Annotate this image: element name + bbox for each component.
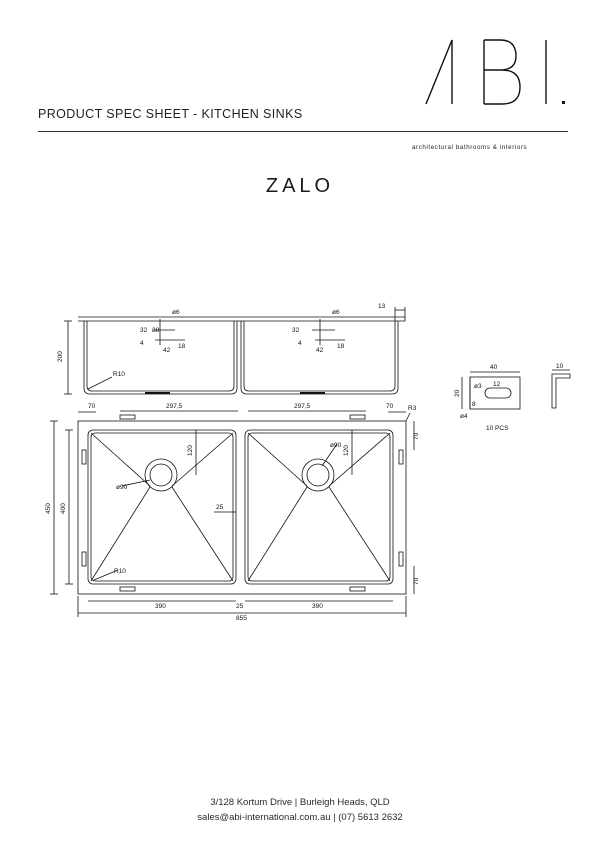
dim-clip-hole-b: ø4 [460,413,468,420]
dim-waste-left: ø90 [116,484,128,491]
dim-overall-height: 450 [45,503,52,514]
dim-corner-radius: R3 [408,405,417,412]
dim-small-c-r: 42 [316,347,324,354]
side-view [64,307,406,395]
abi-logo-mark [425,39,565,105]
dim-waste-offset-left: 120 [187,445,194,456]
header-divider [38,131,568,132]
dim-bowl-height: 400 [60,503,67,514]
brand-logo: architectural bathrooms & interiors [412,36,572,151]
dim-clip-depth: 10 [556,363,564,370]
dim-small-d-r: 18 [337,343,345,350]
dim-bowl-top-right: 297,5 [294,403,311,410]
brand-tagline: architectural bathrooms & interiors [412,144,528,151]
dim-side-gap-top: 70 [413,432,420,440]
dim-small-b: 4 [140,340,144,347]
dim-lip: 13 [378,303,386,310]
dim-hole-right: ø6 [332,309,340,316]
dim-small-b-r: 4 [298,340,302,347]
dim-small-a: 32 [140,327,148,334]
dim-side-height: 200 [57,351,64,362]
spec-sheet-title: PRODUCT SPEC SHEET - KITCHEN SINKS [38,107,303,121]
dim-hole-left: ø6 [172,309,180,316]
dim-bowl-width-left: 390 [155,603,166,610]
dim-side-gap-bottom: 70 [413,577,420,585]
dim-clip-small: 8 [472,401,476,408]
dim-inner-radius: R10 [114,568,126,575]
dim-overall-width: 855 [236,615,247,622]
dim-clip-hole-a: ø3 [474,383,482,390]
dim-bowl-top-left: 297,5 [166,403,183,410]
dim-clip-width: 40 [490,364,498,371]
dim-small-d: 18 [178,343,186,350]
clip-detail [461,369,571,410]
dim-small-c: 42 [163,347,171,354]
dim-side-radius: R10 [113,371,125,378]
dim-clip-height: 20 [454,389,461,397]
footer-address: 3/128 Kortum Drive | Burleigh Heads, QLD [210,797,390,808]
product-name: ZALO [265,175,335,197]
sink-technical-drawing: 200 R10 13 ø6 ø6 32 4 42 18 38 32 4 42 1… [45,303,571,622]
dim-divider: 25 [236,603,244,610]
dim-edge-right: 70 [386,403,394,410]
plan-view [50,410,415,617]
footer-contact: sales@abi-international.com.au | (07) 56… [197,812,403,823]
dim-divider-offset: 25 [216,504,224,511]
dim-waste-right: ø90 [330,442,342,449]
dim-edge-left: 70 [88,403,96,410]
clip-quantity: 10 PCS [486,425,509,432]
dim-waste-offset-right: 120 [343,445,350,456]
dim-small-e: 38 [152,327,160,334]
dim-small-a-r: 32 [292,327,300,334]
dim-clip-slot: 12 [493,381,501,388]
dim-bowl-width-right: 390 [312,603,323,610]
